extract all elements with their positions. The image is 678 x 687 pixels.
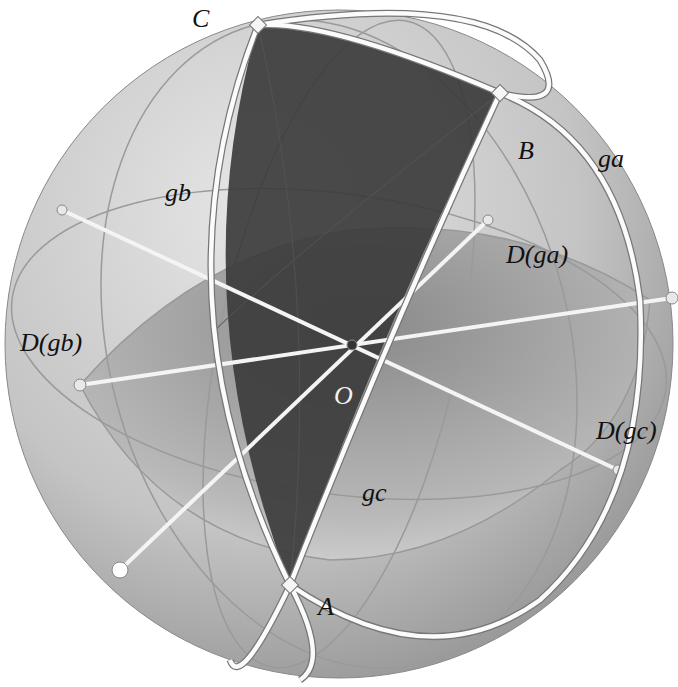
point-label: gc [362, 480, 387, 506]
point-label: ga [598, 146, 624, 172]
point-label: D(gb) [20, 330, 82, 356]
point-label: D(ga) [506, 242, 568, 268]
point-label: gb [165, 180, 191, 206]
point-label: B [518, 138, 534, 164]
point-label: O [334, 383, 353, 409]
point-label: C [192, 6, 209, 32]
point-label: A [318, 594, 334, 620]
point-label: D(gc) [596, 418, 657, 444]
